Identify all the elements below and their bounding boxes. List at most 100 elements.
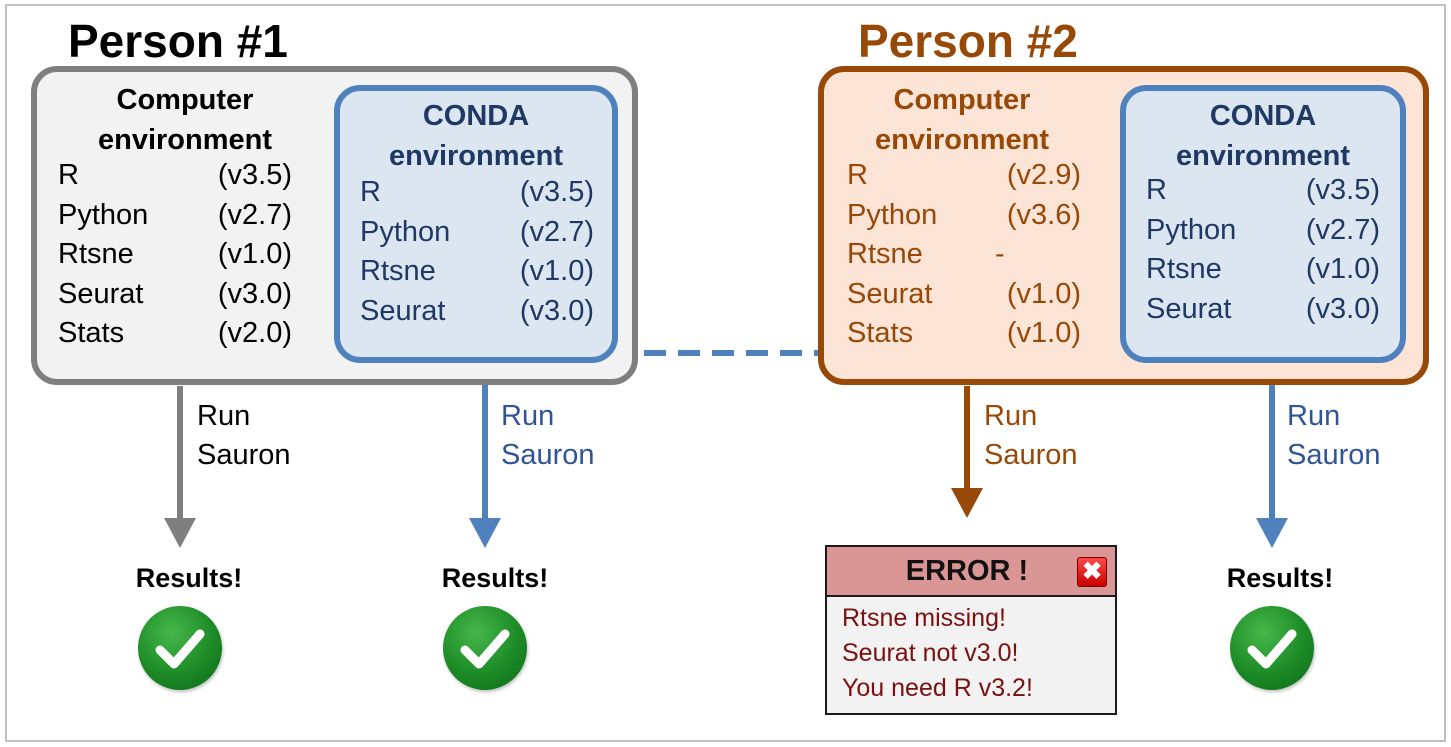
person2-conda-results-label: Results! [1226,563,1334,593]
package-version: (v2.0) [217,317,292,349]
package-name: Rtsne [360,255,436,287]
error-title: ERROR ! [905,555,1029,587]
package-name: R [58,159,79,191]
package-name: Python [58,198,149,231]
package-version: (v2.7) [1305,213,1380,246]
person1-computer-package-list: R (v3.5) Python (v2.7) Rtsne(v1.0) Seurat (… [58,156,292,354]
package-row: Seurat (v1.0) [847,275,1081,315]
package-name: Python [847,198,938,231]
person1-computer-run-label: Run Sauron [197,397,291,475]
package-version: - [995,238,1005,270]
package-version: (v2.7) [519,215,594,248]
package-version: (v1.0) [217,238,292,270]
package-row: Python (v3.6) [847,196,1081,236]
package-version: (v3.5) [1305,174,1380,206]
package-version: (v2.7) [217,198,292,231]
run-line: Sauron [501,439,595,471]
heading-line: Computer [893,84,1031,116]
close-icon[interactable]: ✖ [1077,557,1107,587]
package-row: R (v3.5) [1146,171,1380,211]
package-name: Seurat [360,294,446,327]
checkmark-glyph [460,629,510,669]
arrowhead-person1-computer [164,518,196,548]
package-name: Seurat [847,277,933,310]
package-row: Python (v2.7) [1146,211,1380,251]
package-name: Seurat [1146,292,1232,325]
package-row: Python (v2.7) [58,196,292,236]
package-row: R (v2.9) [847,156,1081,196]
package-row: Seurat (v3.0) [1146,290,1380,330]
arrowhead-person2-computer [951,488,983,518]
package-name: R [847,159,868,191]
person2-computer-run-label: Run Sauron [984,397,1078,475]
heading-line: environment [874,124,1050,156]
package-name: Python [1146,213,1237,246]
package-version: (v1.0) [1305,253,1380,285]
checkmark-glyph [1247,629,1297,669]
error-dialog: ERROR ! ✖ Rtsne missing! Seurat not v3.0… [825,545,1117,715]
heading-line: CONDA [1209,100,1317,132]
person2-conda-environment-box [1120,85,1406,363]
package-version: (v1.0) [1006,277,1081,310]
package-name: Rtsne [1146,253,1222,285]
package-version: (v1.0) [519,255,594,287]
person1-conda-run-label: Run Sauron [501,397,595,475]
heading-line: CONDA [422,100,530,132]
package-version: (v3.0) [1305,292,1380,325]
heading-line: Computer [116,84,254,116]
person2-title: Person #2 [858,15,1078,67]
run-line: Run [501,400,555,432]
person1-conda-results-label: Results! [441,563,549,593]
error-titlebar: ERROR ! ✖ [827,547,1115,597]
person1-conda-environment-box [334,85,618,363]
package-version: (v3.0) [519,294,594,327]
red-x-icon: ✖ [1081,558,1103,585]
package-name: Seurat [58,277,144,310]
run-line: Run [1287,400,1341,432]
heading-line: environment [1175,140,1351,172]
package-version: (v3.0) [217,277,292,310]
person1-computer-results-label: Results! [135,563,243,593]
checkmark-glyph [155,629,205,669]
error-message: Seurat not v3.0! [842,639,1019,667]
check-circle-icon [1230,606,1314,690]
package-row: Rtsne (v1.0) [360,252,594,292]
package-version: (v2.9) [1006,159,1081,191]
person2-conda-env-heading: CONDA environment [1126,96,1400,176]
package-name: Python [360,215,451,248]
error-message-list: Rtsne missing! Seurat not v3.0! You need… [842,601,1033,706]
package-row: Seurat (v3.0) [360,292,594,332]
package-name: R [1146,174,1167,206]
package-row: Stats (v2.0) [58,314,292,354]
check-circle-icon [138,606,222,690]
person2-conda-run-label: Run Sauron [1287,397,1381,475]
package-row: R (v3.5) [360,173,594,213]
person1-computer-env-heading: Computer environment [75,80,295,160]
package-version: (v3.5) [519,176,594,208]
person1-conda-env-heading: CONDA environment [340,96,612,176]
package-version: (v1.0) [1006,317,1081,349]
check-circle-icon [443,606,527,690]
package-version: (v3.5) [217,159,292,191]
run-line: Sauron [984,439,1078,471]
run-line: Sauron [1287,439,1381,471]
person1-conda-package-list: R (v3.5) Python (v2.7) Rtsne (v1.0) Seurat (… [360,173,594,331]
person1-title: Person #1 [68,15,288,67]
page-border [5,4,1446,742]
arrowhead-person1-conda [469,518,501,548]
package-row: Python (v2.7) [360,213,594,253]
package-row: Seurat (v3.0) [58,275,292,315]
person2-computer-env-heading: Computer environment [852,80,1072,160]
heading-line: environment [97,124,273,156]
run-line: Run [984,400,1038,432]
package-name: Stats [58,317,125,349]
package-name: R [360,176,381,208]
run-line: Sauron [197,439,291,471]
package-row: Stats(v1.0) [847,314,1081,354]
person2-computer-package-list: R (v2.9) Python (v3.6) Rtsne- Seurat (v1.0)… [847,156,1081,354]
package-row: Rtsne(v1.0) [58,235,292,275]
package-version: (v3.6) [1006,198,1081,231]
package-row: Rtsne- [847,235,1081,275]
run-line: Run [197,400,251,432]
